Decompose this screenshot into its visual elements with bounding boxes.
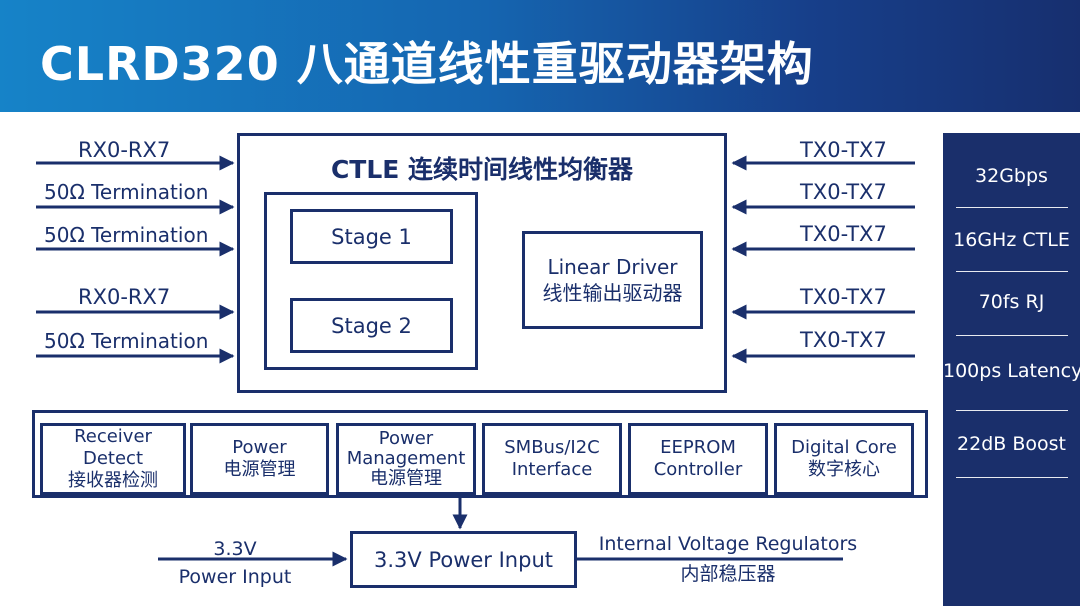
spec-divider: [956, 410, 1068, 411]
power-input-voltage: 3.3V: [213, 538, 257, 560]
spec-item: 32Gbps: [975, 165, 1048, 187]
spec-divider: [956, 335, 1068, 336]
block-label: SMBus/I2C: [504, 437, 600, 458]
digital-core-block: Digital Core 数字核心: [774, 423, 914, 495]
spec-panel: 32Gbps 16GHz CTLE 70fs RJ 100ps Latency …: [943, 133, 1080, 606]
output-label: TX0-TX7: [800, 180, 887, 204]
stage1-label: Stage 1: [331, 224, 412, 249]
power-input-text: Power Input: [178, 566, 292, 588]
eeprom-block: EEPROM Controller: [628, 423, 768, 495]
power-input-box: 3.3V Power Input: [350, 531, 577, 588]
power-box-label: 3.3V Power Input: [374, 547, 553, 572]
block-label: Digital Core: [791, 437, 897, 458]
page-title: CLRD320 八通道线性重驱动器架构: [40, 37, 814, 91]
block-label: EEPROM: [660, 437, 736, 458]
power-block: Power 电源管理: [190, 423, 329, 495]
block-label-cn: 数字核心: [808, 459, 880, 480]
header-banner: CLRD320 八通道线性重驱动器架构: [0, 0, 1080, 112]
block-label: Controller: [653, 459, 743, 480]
stage2-label: Stage 2: [331, 313, 412, 338]
stage2-box: Stage 2: [290, 298, 453, 353]
block-label: Interface: [511, 459, 593, 480]
regulator-text-cn: 内部稳压器: [680, 563, 776, 585]
block-label: Management: [346, 448, 466, 469]
power-management-block: Power Management 电源管理: [336, 423, 476, 495]
block-label-cn: 电源管理: [370, 468, 442, 489]
power-input-label: 3.3V Power Input: [170, 535, 300, 591]
regulator-text: Internal Voltage Regulators: [598, 533, 858, 555]
output-label: TX0-TX7: [800, 138, 887, 162]
driver-label: Linear Driver: [547, 255, 678, 279]
spec-item: 22dB Boost: [957, 433, 1066, 455]
input-label: RX0-RX7: [78, 138, 171, 162]
block-label: Receiver Detect: [74, 426, 152, 469]
smbus-block: SMBus/I2C Interface: [482, 423, 622, 495]
input-label: 50Ω Termination: [44, 180, 209, 204]
ctle-title: CTLE 连续时间线性均衡器: [330, 155, 634, 184]
regulator-label: Internal Voltage Regulators 内部稳压器: [596, 529, 860, 589]
input-label: RX0-RX7: [78, 285, 171, 309]
input-label: 50Ω Termination: [44, 329, 209, 353]
block-label-cn: 接收器检测: [68, 470, 158, 491]
spec-item: 16GHz CTLE: [953, 229, 1070, 251]
output-label: TX0-TX7: [800, 328, 887, 352]
driver-label-cn: 线性输出驱动器: [542, 281, 683, 305]
spec-item: 100ps Latency: [943, 360, 1080, 382]
block-label: Power: [378, 428, 434, 449]
output-label: TX0-TX7: [800, 285, 887, 309]
stage1-box: Stage 1: [290, 209, 453, 264]
output-label: TX0-TX7: [800, 222, 887, 246]
input-label: 50Ω Termination: [44, 223, 209, 247]
block-label-cn: 电源管理: [223, 459, 296, 480]
spec-divider: [956, 207, 1068, 208]
linear-driver-box: Linear Driver 线性输出驱动器: [522, 231, 703, 329]
spec-item: 70fs RJ: [978, 291, 1045, 313]
spec-divider: [956, 477, 1068, 478]
block-label: Power: [232, 437, 287, 458]
spec-divider: [956, 271, 1068, 272]
receiver-detect-block: Receiver Detect 接收器检测: [40, 423, 186, 495]
